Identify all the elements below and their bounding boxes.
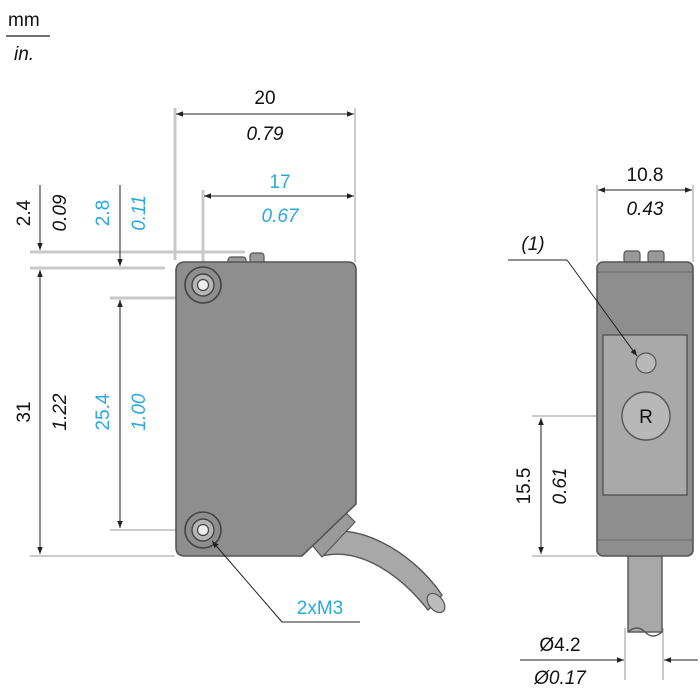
mounting-hole-bottom <box>184 511 222 549</box>
cable-end <box>426 592 446 614</box>
cable-diameter-in: Ø0.17 <box>533 668 587 689</box>
dim-top-offset-in: 0.09 <box>50 194 71 231</box>
side-view: R (1) 10.8 0.43 15.5 0.61 Ø4.2 Ø0.17 <box>508 165 698 689</box>
dim-hole-top-mm: 2.8 <box>93 200 114 226</box>
dim-width-mm: 20 <box>254 88 275 109</box>
dim-hole-edge-in: 0.67 <box>262 206 300 227</box>
callout-label: (1) <box>521 234 544 255</box>
lens-receiver <box>621 391 671 441</box>
dim-hole-spacing-in: 1.00 <box>129 393 150 430</box>
callout-leader <box>566 259 638 357</box>
dim-hole-spacing-mm: 25.4 <box>93 393 114 430</box>
cable-diameter-mm: Ø4.2 <box>539 635 580 656</box>
unit-in-label: in. <box>14 44 34 65</box>
front-view: 20 0.79 17 0.67 31 1.22 2.4 0.09 2.8 0.1… <box>14 88 446 623</box>
sensor-body-front <box>175 261 357 557</box>
dim-hole-top-in: 0.11 <box>129 195 150 231</box>
dim-width-in: 0.79 <box>247 124 284 145</box>
dim-height-mm: 31 <box>14 401 35 422</box>
unit-mm-label: mm <box>8 10 40 31</box>
mounting-hole-top <box>184 266 222 304</box>
side-width-mm: 10.8 <box>627 165 664 186</box>
side-lens-mm: 15.5 <box>514 468 535 505</box>
leader-screws <box>211 540 283 623</box>
screw-callout: 2xM3 <box>297 598 343 619</box>
side-cable <box>627 555 663 633</box>
lens-label: R <box>639 407 653 428</box>
dim-height-in: 1.22 <box>50 393 71 430</box>
dim-hole-edge-mm: 17 <box>269 172 290 193</box>
dim-top-offset-mm: 2.4 <box>14 199 35 226</box>
unit-legend: mm in. <box>6 10 50 65</box>
side-lens-in: 0.61 <box>550 468 571 505</box>
side-cable-break <box>627 627 663 637</box>
indicator-led <box>635 352 657 374</box>
side-width-in: 0.43 <box>627 199 664 220</box>
